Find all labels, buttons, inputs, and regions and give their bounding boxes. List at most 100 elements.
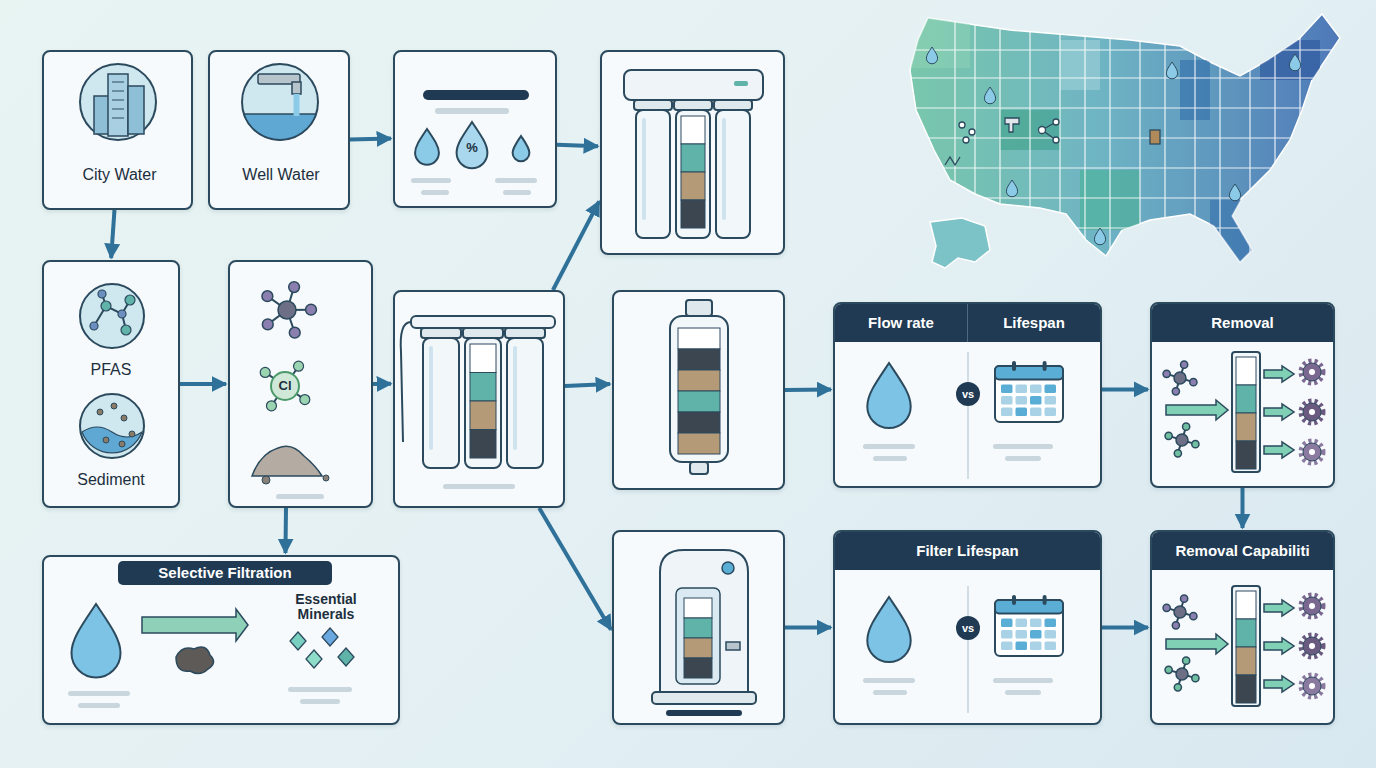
canister-body (636, 110, 670, 238)
calendar-header (995, 600, 1063, 613)
box-illustration (395, 292, 563, 506)
canister-body (423, 338, 459, 468)
window-row (112, 91, 124, 92)
flow-arrow (142, 609, 248, 641)
panel-header: Selective Filtration (118, 561, 332, 585)
fitting (686, 300, 712, 316)
gear-hole (1309, 449, 1315, 455)
molecule-center (278, 301, 296, 319)
water-drop (457, 122, 488, 168)
water-stream (294, 94, 300, 116)
filter-layer (684, 618, 712, 638)
box-label: % (460, 138, 484, 158)
box-illustration (395, 52, 555, 206)
molecule-atom (1192, 441, 1199, 448)
state-borders (900, 10, 1345, 270)
process-box: Selective FiltrationEssential Minerals (42, 555, 400, 725)
flow-arrow (373, 382, 391, 386)
flow-arrow (1102, 626, 1148, 630)
window-row (112, 100, 124, 101)
filter-layer (1236, 591, 1256, 619)
filter-layer (678, 349, 720, 370)
base-bar (666, 710, 742, 716)
flow-arrow (565, 384, 610, 386)
box-illustration (210, 52, 348, 208)
molecule-atom (1163, 370, 1170, 377)
water-drop (1289, 54, 1300, 71)
gear-teeth (1301, 635, 1323, 657)
manifold (411, 316, 555, 328)
pfas-atom (98, 290, 106, 298)
gear-body (1303, 363, 1321, 381)
water-drop (867, 363, 910, 428)
dot-symbol (969, 129, 975, 135)
filter-layer (678, 370, 720, 391)
molecule-atom (266, 401, 276, 411)
process-box: Removal (1150, 302, 1335, 488)
process-box (612, 290, 785, 490)
gear-body (1303, 403, 1321, 421)
filter-layer (1236, 441, 1256, 469)
molecule-atom (1165, 432, 1172, 439)
box-illustration (44, 262, 178, 506)
flow-arrow (785, 387, 831, 392)
calendar-body (995, 366, 1063, 422)
faucet-spout (292, 82, 301, 94)
alaska (930, 218, 990, 268)
gear-hole (1309, 409, 1315, 415)
window-row (112, 109, 124, 110)
subtitle-bar (435, 108, 509, 114)
water-drop (1006, 180, 1017, 197)
box-label: Cl (273, 376, 297, 396)
vs-badge: vs (956, 616, 980, 640)
divider-line (967, 352, 969, 479)
pfas-atom (90, 322, 98, 330)
calendar-body (995, 600, 1063, 656)
water-drop (926, 47, 937, 64)
canister-shine (642, 118, 646, 220)
placeholder-bar (300, 699, 340, 704)
gear-body (1303, 597, 1321, 615)
filter-layer (681, 116, 705, 144)
mineral-crystal (322, 628, 338, 646)
process-box (393, 290, 565, 508)
flow-arrow (180, 382, 226, 386)
molecule-atom (289, 327, 300, 338)
process-box: % (393, 50, 557, 208)
molecule-symbol (1053, 119, 1059, 125)
molecule-atom (1183, 423, 1190, 430)
gear-teeth (1301, 675, 1323, 697)
drip-tray (652, 692, 756, 704)
box-label: Essential Minerals (266, 587, 386, 627)
canister-cap (505, 328, 545, 338)
sediment-grain (119, 441, 125, 447)
flow-arrow (1264, 638, 1294, 654)
dot-symbol (959, 122, 965, 128)
placeholder-bar (288, 687, 352, 692)
canister-body (465, 338, 501, 468)
molecule-atom (300, 395, 310, 405)
gear-teeth (1301, 441, 1323, 463)
canister-cap (714, 100, 752, 110)
calendar-cell (1045, 630, 1057, 639)
placeholder-bar (421, 190, 449, 195)
sediment-grain (103, 437, 109, 443)
calendar-cell (1001, 630, 1013, 639)
city-circle (80, 64, 156, 140)
state-region (1060, 40, 1100, 90)
placeholder-bar (1005, 456, 1041, 461)
box-label: PFAS (48, 358, 174, 382)
flow-arrow (1264, 404, 1294, 420)
water-surface (244, 114, 316, 140)
molecule-center (1174, 606, 1186, 618)
calendar-cell (1045, 618, 1057, 627)
calendar-ring (1043, 361, 1047, 371)
panel-header: Removal Capabiliti (1152, 532, 1333, 570)
flow-arrow (283, 508, 288, 553)
map-drops (926, 47, 1300, 245)
flow-arrow (1264, 442, 1294, 458)
filter-layer (678, 328, 720, 349)
flow-arrow (1241, 488, 1245, 528)
well-circle (242, 64, 318, 140)
panel-header: Filter Lifespan (835, 532, 1100, 570)
